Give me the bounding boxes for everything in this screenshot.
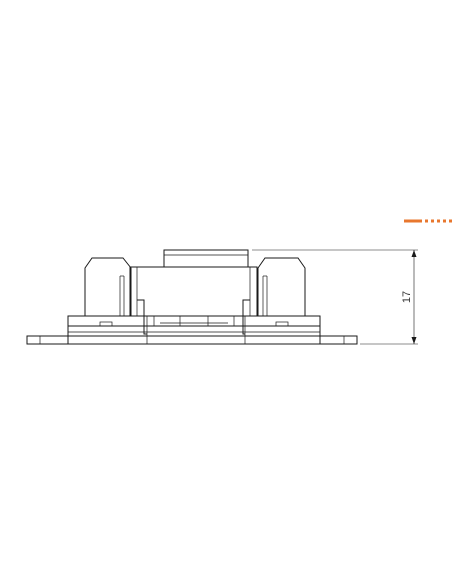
left-clamp: [84, 257, 132, 316]
right-clamp: [257, 257, 306, 316]
inner-channel: [137, 299, 250, 335]
base-flange: [26, 325, 358, 345]
height-dimension-label: 17: [401, 291, 413, 303]
height-dimension: 17: [252, 249, 418, 345]
mounting-deck: [67, 315, 321, 344]
central-housing: [129, 249, 258, 317]
